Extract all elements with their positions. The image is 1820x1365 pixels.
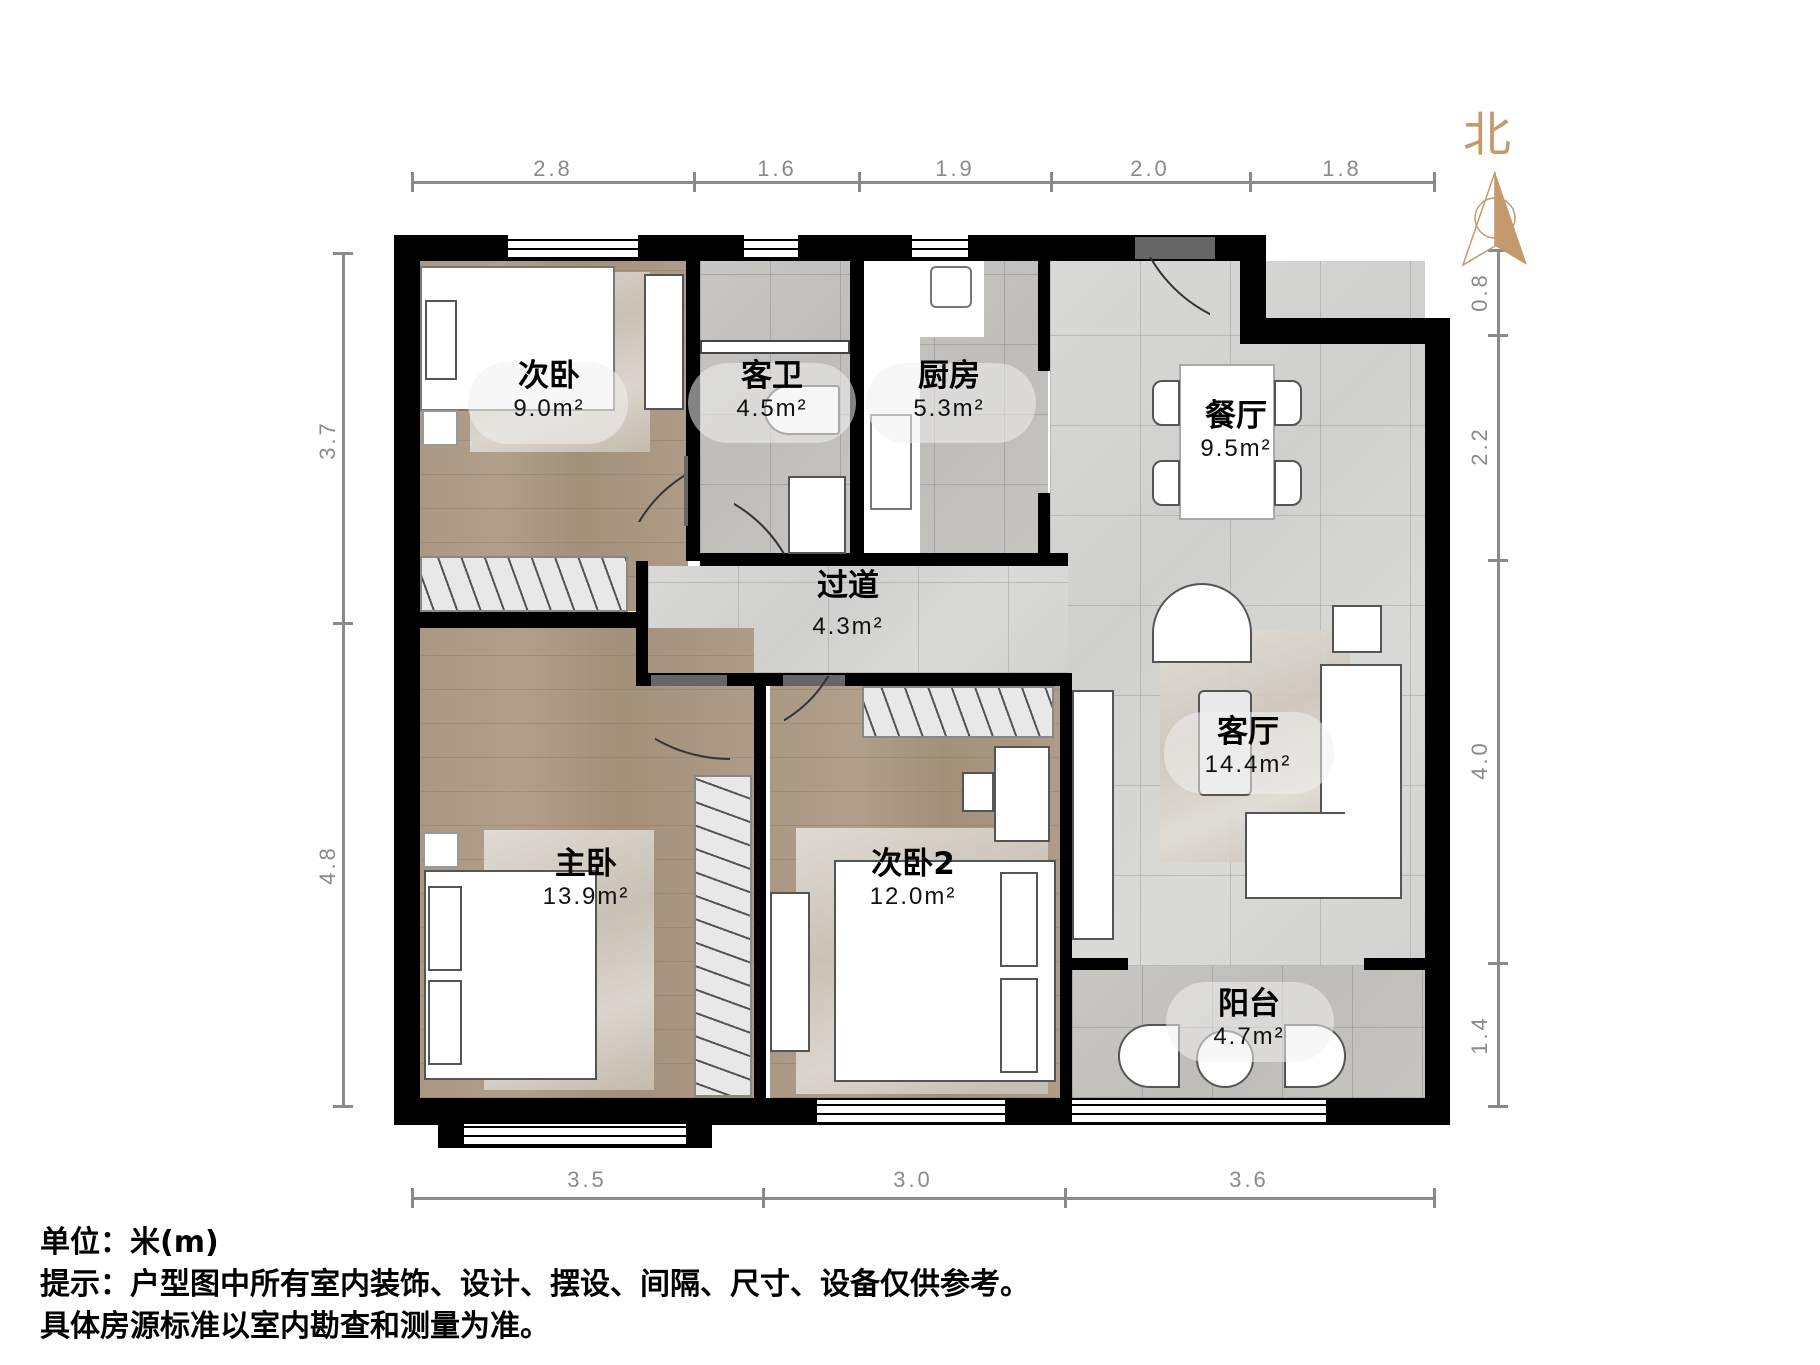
entry-door-leaf[interactable]: [1135, 237, 1215, 259]
bedroom1-wardrobe-side: [644, 274, 684, 410]
wall-corridor-left: [636, 561, 648, 685]
bedroom2-bench: [770, 892, 810, 1052]
wall-top-right: [1240, 318, 1450, 344]
dining-table: [1179, 364, 1275, 520]
master-pillow-2: [428, 980, 462, 1065]
label-bg-balcony: [1166, 982, 1334, 1062]
wall-balcony-left: [1072, 958, 1128, 970]
label-bg-bedroom1: [468, 362, 628, 444]
window-kitchen: [912, 235, 968, 259]
unit-note: 单位：米(m): [40, 1225, 219, 1260]
master-pillow-1: [428, 886, 462, 971]
dim-top-1: 2.8: [533, 156, 573, 181]
dim-left-1: 3.7: [315, 420, 340, 460]
dim-top-2: 1.6: [757, 156, 797, 181]
dim-right-2: 2.2: [1467, 426, 1492, 466]
north-label: 北: [1463, 107, 1512, 163]
dim-right-1: 0.8: [1467, 272, 1492, 312]
bedroom2-desk-chair: [962, 772, 994, 812]
wall-left: [394, 235, 420, 1125]
bedroom1-nightstand: [422, 410, 458, 446]
wall-notch-vert: [1240, 235, 1266, 318]
wall-master-bed2: [754, 673, 766, 1098]
wall-balcony-right: [1364, 958, 1426, 970]
window-bathroom: [744, 235, 798, 259]
notes: 单位：米(m) 提示：户型图中所有室内装饰、设计、摆设、间隔、尺寸、设备仅供参考…: [40, 1222, 1030, 1348]
bathroom-sink: [788, 476, 846, 554]
wall-right: [1425, 318, 1450, 1125]
dim-bottom-1: 3.5: [567, 1167, 607, 1192]
sofa-l-chaise: [1245, 812, 1345, 899]
label-bg-living: [1164, 712, 1334, 794]
wall-bed1-bottom: [420, 612, 648, 628]
disclaimer-line-2: 具体房源标准以室内勘查和测量为准。: [40, 1309, 550, 1344]
window-master: [464, 1124, 686, 1146]
side-table: [1332, 605, 1382, 653]
wall-bath-kitchen: [850, 261, 864, 555]
dim-right-3: 4.0: [1467, 740, 1492, 780]
window-balcony: [1072, 1100, 1326, 1124]
label-bg-kitchen: [866, 363, 1036, 443]
dining-chair-2: [1152, 460, 1180, 506]
north-compass: 北: [1455, 95, 1535, 275]
wall-kitchen-bottom: [700, 553, 1068, 566]
wall-kitchen-dining-bottom: [1038, 493, 1050, 555]
wall-bed2-living: [1060, 673, 1072, 1098]
disclaimer-line-1: 提示：户型图中所有室内装饰、设计、摆设、间隔、尺寸、设备仅供参考。: [40, 1267, 1030, 1302]
dining-chair-3: [1274, 380, 1302, 426]
armchair: [1152, 583, 1252, 663]
master-nightstand: [423, 832, 459, 868]
master-wardrobe: [694, 775, 752, 1097]
bedroom2-pillow-2: [1000, 978, 1038, 1073]
bathroom-shower-divider: [700, 340, 850, 354]
dining-chair-4: [1274, 460, 1302, 506]
bedroom2-desk: [994, 746, 1050, 842]
dim-top-4: 2.0: [1130, 156, 1170, 181]
dim-top-5: 1.8: [1322, 156, 1362, 181]
north-arrow-icon: [1461, 171, 1527, 267]
master-door-leaf: [651, 675, 727, 686]
dim-right-4: 1.4: [1467, 1015, 1492, 1055]
window-bedroom2: [817, 1100, 1005, 1124]
bedroom1-wardrobe: [420, 556, 628, 612]
bedroom2-pillow-1: [1000, 872, 1038, 967]
bedroom1-pillow: [425, 300, 457, 380]
dim-bottom-3: 3.6: [1229, 1167, 1269, 1192]
tv-cabinet: [1072, 690, 1114, 940]
dim-left-2: 4.8: [315, 845, 340, 885]
kitchen-sink: [930, 266, 972, 308]
dim-top-3: 1.9: [935, 156, 975, 181]
dining-chair-1: [1152, 380, 1180, 426]
wall-kitchen-dining-top: [1038, 261, 1050, 371]
bedroom1-door-leaf: [684, 456, 688, 526]
wall-corridor-bottom: [636, 673, 1068, 686]
bedroom2-wardrobe: [862, 686, 1054, 738]
window-bedroom1: [508, 235, 638, 259]
dim-bottom-2: 3.0: [893, 1167, 933, 1192]
label-bg-bathroom: [688, 363, 856, 443]
